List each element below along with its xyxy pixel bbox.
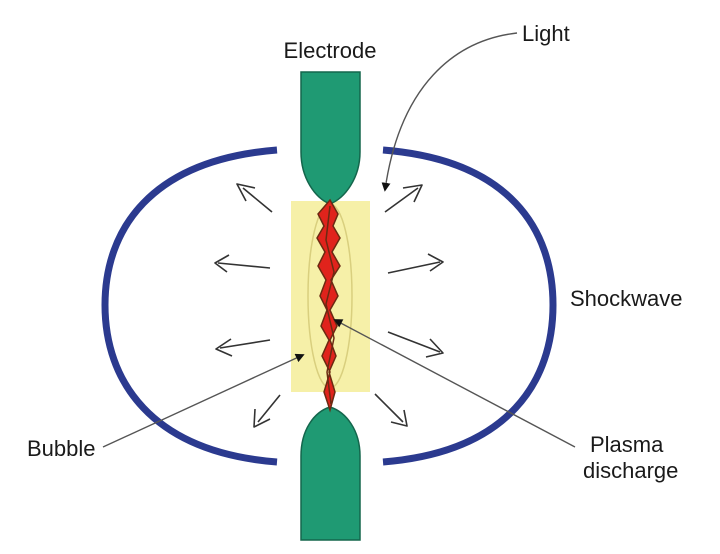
light-label: Light — [522, 21, 570, 46]
shock-arrow-icon — [215, 338, 271, 357]
electrode-top — [300, 71, 361, 205]
shock-arrows — [214, 183, 444, 428]
plasma-label-line2: discharge — [583, 458, 678, 483]
plasma-discharge — [316, 198, 341, 413]
bubble-pointer-line — [102, 353, 305, 448]
electrode-bottom — [300, 406, 361, 541]
shock-arrow-icon — [374, 393, 408, 427]
shockwave-right-arc — [382, 146, 557, 466]
shock-arrow-icon — [253, 394, 281, 428]
shock-arrow-icon — [387, 331, 444, 358]
shockwave-label: Shockwave — [570, 286, 683, 311]
shock-arrow-icon — [214, 254, 271, 273]
light-pointer-line — [381, 32, 518, 192]
plasma-filament — [325, 205, 335, 405]
shock-arrow-icon — [384, 184, 423, 213]
shockwave-left-arc — [101, 146, 278, 466]
shock-arrow-icon — [387, 253, 444, 274]
plasma-label-line1: Plasma — [590, 432, 664, 457]
bubble-label: Bubble — [27, 436, 96, 461]
shock-arrow-icon — [236, 183, 273, 213]
electrode-label: Electrode — [284, 38, 377, 63]
plasma-pointer-line — [333, 319, 576, 448]
